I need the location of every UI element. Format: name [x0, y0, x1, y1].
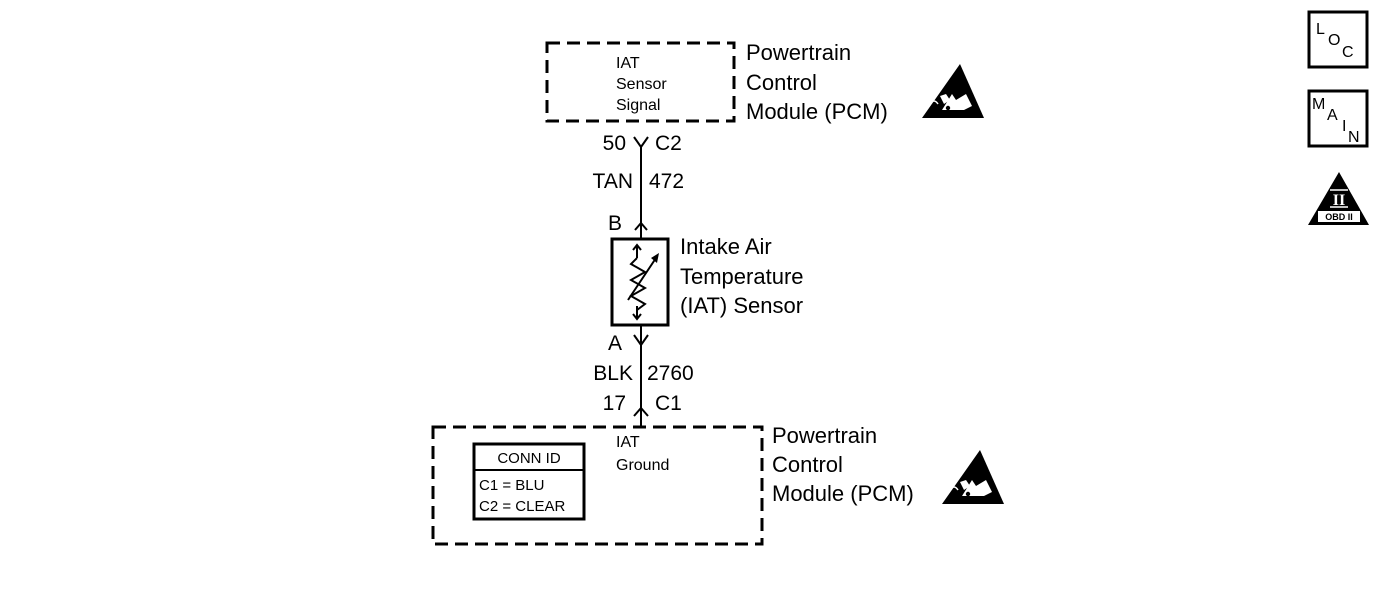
- loc-letter-2: O: [1328, 32, 1340, 49]
- main-letter-1: M: [1312, 96, 1325, 113]
- pcm-top-signal-line-1: IAT: [616, 55, 640, 72]
- conn-id-row-2: C2 = CLEAR: [479, 498, 565, 515]
- loc-letter-3: C: [1342, 44, 1354, 61]
- main-letter-4: N: [1348, 129, 1360, 146]
- pcm-top-signal-line-2: Sensor: [616, 76, 667, 93]
- loc-icon-box[interactable]: [1307, 10, 1369, 69]
- thermistor-icon: [627, 243, 659, 321]
- conn-id-header: CONN ID: [497, 450, 561, 467]
- pcm-bottom-title-line-2: Control: [772, 452, 843, 477]
- iat-sensor: Intake Air Temperature (IAT) Sensor: [610, 234, 804, 327]
- obd-ii-icon[interactable]: II OBD II: [1308, 172, 1369, 225]
- pcm-top-dashed-box: [545, 41, 736, 123]
- esd-warning-icon: [922, 64, 984, 118]
- sensor-pin-a: A: [608, 325, 649, 355]
- main-icon[interactable]: M A I N: [1307, 89, 1369, 148]
- pcm-top-title-line-2: Control: [746, 70, 817, 95]
- wire-top-color: TAN: [593, 170, 633, 193]
- pcm-top-block: IAT Sensor Signal Powertrain Control Mod…: [545, 40, 888, 124]
- wire-tan: TAN 472: [593, 147, 684, 228]
- obd-numeral: II: [1333, 192, 1345, 209]
- connector-top-symbol: [633, 136, 649, 149]
- obd-label: OBD II: [1325, 212, 1353, 222]
- sensor-name-line-2: Temperature: [680, 264, 804, 289]
- pcm-bottom-ground-line-1: IAT: [616, 434, 640, 451]
- pcm-bottom-dashed-box: [431, 425, 764, 546]
- connector-top-pin: 50: [603, 132, 626, 155]
- conn-id-row-1: C1 = BLU: [479, 477, 544, 494]
- connector-top: 50 C2: [603, 132, 682, 155]
- sensor-pin-b: B: [608, 212, 648, 239]
- esd-warning-icon: [942, 450, 1004, 504]
- pcm-bottom-block: IAT Ground Powertrain Control Module (PC…: [431, 423, 914, 546]
- sensor-name-line-3: (IAT) Sensor: [680, 293, 803, 318]
- conn-id-table: CONN ID C1 = BLU C2 = CLEAR: [472, 442, 586, 521]
- pcm-top-title-line-3: Module (PCM): [746, 99, 888, 124]
- conn-id-box: [472, 442, 586, 521]
- wire-bottom-circuit: 2760: [647, 362, 694, 385]
- sensor-name-line-1: Intake Air: [680, 234, 772, 259]
- pcm-top-title-line-1: Powertrain: [746, 40, 851, 65]
- main-icon-box[interactable]: [1307, 89, 1369, 148]
- connector-bottom: 17 C1: [603, 392, 682, 427]
- loc-icon[interactable]: L O C: [1307, 10, 1369, 69]
- pcm-top-signal-line-3: Signal: [616, 97, 660, 114]
- sensor-pin-bottom: A: [608, 332, 622, 355]
- pcm-bottom-ground-line-2: Ground: [616, 457, 669, 474]
- pcm-bottom-title-line-1: Powertrain: [772, 423, 877, 448]
- loc-letter-1: L: [1316, 21, 1325, 38]
- connector-bottom-id: C1: [655, 392, 682, 415]
- pcm-bottom-title-line-3: Module (PCM): [772, 481, 914, 506]
- connector-bottom-pin: 17: [603, 392, 626, 415]
- connector-top-id: C2: [655, 132, 682, 155]
- wire-blk: BLK 2760: [593, 345, 694, 412]
- main-letter-3: I: [1342, 118, 1346, 135]
- wire-top-circuit: 472: [649, 170, 684, 193]
- wire-bottom-color: BLK: [593, 362, 633, 385]
- main-letter-2: A: [1327, 107, 1338, 124]
- sensor-pin-top: B: [608, 212, 622, 235]
